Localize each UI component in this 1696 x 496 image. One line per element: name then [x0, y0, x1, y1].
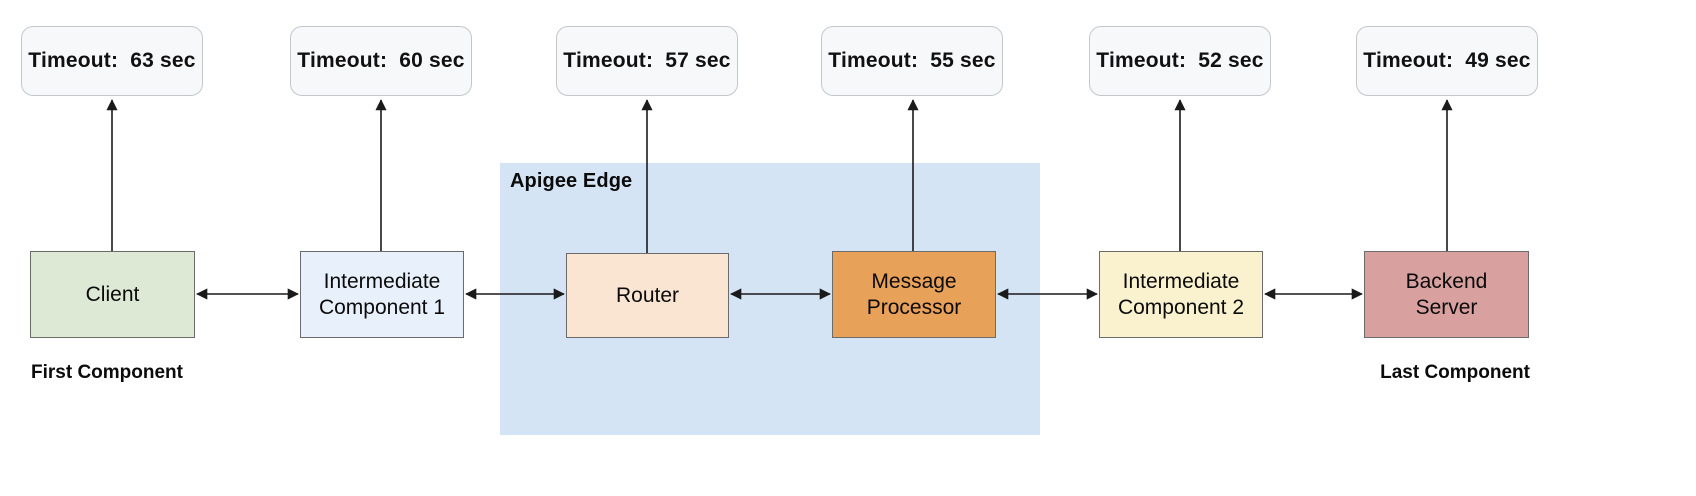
timeout-box-5: Timeout: 52 sec [1089, 26, 1271, 96]
timeout-label: Timeout: 60 sec [297, 49, 465, 72]
node-message-processor: Message Processor [832, 251, 996, 338]
timeout-box-1: Timeout: 63 sec [21, 26, 203, 96]
node-intermediate-component-1: Intermediate Component 1 [300, 251, 464, 338]
node-label: Intermediate Component 1 [318, 269, 446, 319]
node-client: Client [30, 251, 195, 338]
apigee-edge-zone-label: Apigee Edge [510, 170, 633, 192]
node-label: Intermediate Component 2 [1117, 269, 1245, 319]
caption-last-component: Last Component [1380, 362, 1530, 383]
timeout-box-3: Timeout: 57 sec [556, 26, 738, 96]
node-label: Backend Server [1405, 269, 1488, 319]
node-label: Message Processor [866, 269, 962, 319]
node-router: Router [566, 253, 729, 338]
node-intermediate-component-2: Intermediate Component 2 [1099, 251, 1263, 338]
node-label: Client [85, 282, 140, 306]
timeout-label: Timeout: 63 sec [28, 49, 196, 72]
node-label: Router [615, 283, 680, 307]
timeout-label: Timeout: 55 sec [828, 49, 996, 72]
caption-first-component: First Component [31, 362, 183, 383]
timeout-label: Timeout: 49 sec [1363, 49, 1531, 72]
timeout-box-6: Timeout: 49 sec [1356, 26, 1538, 96]
node-backend-server: Backend Server [1364, 251, 1529, 338]
timeout-box-4: Timeout: 55 sec [821, 26, 1003, 96]
timeout-box-2: Timeout: 60 sec [290, 26, 472, 96]
timeout-label: Timeout: 52 sec [1096, 49, 1264, 72]
timeout-label: Timeout: 57 sec [563, 49, 731, 72]
